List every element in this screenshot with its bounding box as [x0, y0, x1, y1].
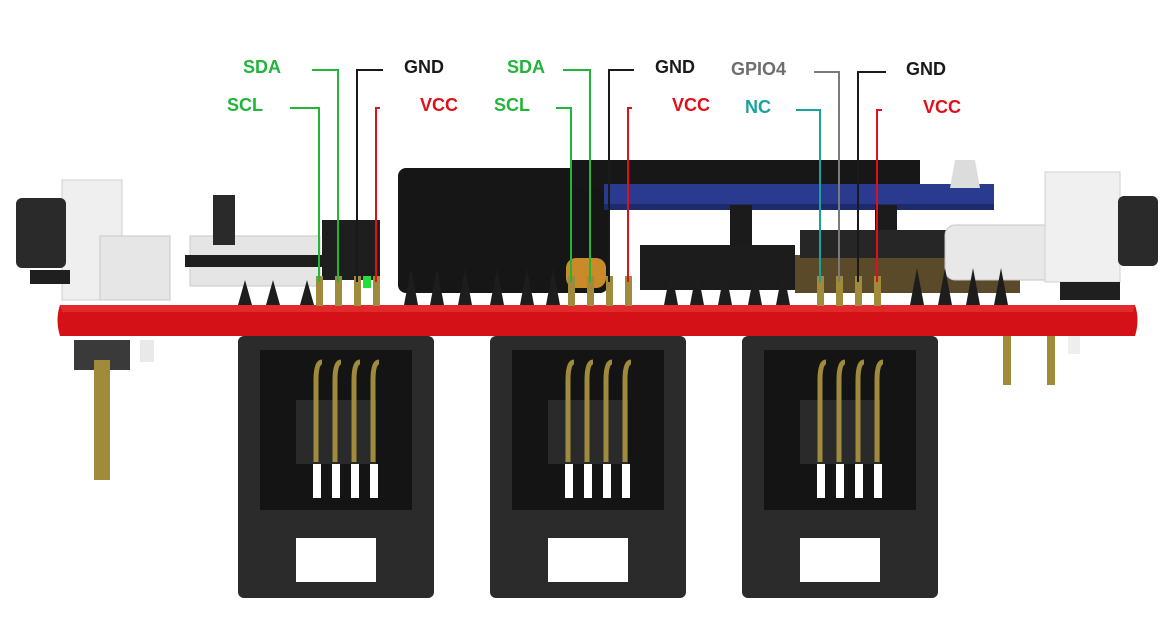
- component-legs-icon: [238, 268, 1008, 305]
- middle-vcc-label: VCC: [672, 95, 711, 115]
- rj-connector-left-icon: [238, 336, 434, 598]
- rj-contact-slot: [370, 464, 378, 498]
- rj-connector-middle-icon: [490, 336, 686, 598]
- right-vcc-label: VCC: [923, 97, 962, 117]
- header-pin: [373, 276, 380, 306]
- leader-line: [627, 107, 632, 282]
- rj-contact: [836, 359, 846, 462]
- header-pin: [874, 276, 881, 306]
- rj-contact-slot: [313, 464, 321, 498]
- rj-contact-slot: [855, 464, 863, 498]
- leader-line: [556, 107, 572, 282]
- rj-latch-notch: [318, 558, 354, 582]
- rj-contact: [622, 359, 632, 462]
- rj-contact: [855, 359, 865, 462]
- rj-contact: [313, 359, 323, 462]
- rj-contact: [874, 359, 884, 462]
- right-nc-label: NC: [745, 97, 771, 117]
- rj-contact-slot: [817, 464, 825, 498]
- rj-latch-notch: [822, 558, 858, 582]
- rj-contact: [584, 359, 594, 462]
- header-pin: [335, 276, 342, 306]
- header-pin: [568, 276, 575, 306]
- rj-latch-notch: [570, 558, 606, 582]
- middle-gnd-label: GND: [655, 57, 695, 77]
- rj-contact-slot: [565, 464, 573, 498]
- status-led: [363, 276, 371, 288]
- rj-contact: [603, 359, 613, 462]
- leader-line: [857, 71, 886, 282]
- rj-contact: [332, 359, 342, 462]
- rj-contact-slot: [332, 464, 340, 498]
- header-pin: [606, 276, 613, 306]
- leader-line: [563, 69, 591, 282]
- leader-line: [814, 71, 840, 282]
- header-block-icon: [640, 245, 795, 290]
- rj-contact-slot: [836, 464, 844, 498]
- header-pin: [587, 276, 594, 306]
- left-sda-label: SDA: [243, 57, 282, 77]
- small-chip-icon: [322, 220, 380, 280]
- rj-contact: [817, 359, 827, 462]
- right-button-icon: [944, 160, 1158, 385]
- slide-switch-icon: [185, 195, 325, 287]
- middle-sda-label: SDA: [507, 57, 546, 77]
- rj-contact-slot: [874, 464, 882, 498]
- rj-contact-slot: [603, 464, 611, 498]
- header-pin: [625, 276, 632, 306]
- rj-contact: [370, 359, 380, 462]
- leader-line: [375, 107, 380, 282]
- capacitor-icon: [566, 258, 606, 288]
- rj-contact: [565, 359, 575, 462]
- header-pin: [354, 276, 361, 306]
- middle-scl-label: SCL: [494, 95, 530, 115]
- left-vcc-label: VCC: [420, 95, 459, 115]
- leader-line: [312, 69, 339, 282]
- rj-contact-slot: [351, 464, 359, 498]
- left-scl-label: SCL: [227, 95, 263, 115]
- header-pin: [817, 276, 824, 306]
- rj-contact-slot: [622, 464, 630, 498]
- left-gnd-label: GND: [404, 57, 444, 77]
- header-pin: [855, 276, 862, 306]
- leader-line: [796, 109, 821, 282]
- left-button-icon: [16, 179, 171, 480]
- header-top-icon: [800, 230, 950, 258]
- leader-line: [608, 69, 634, 282]
- pcb-board-icon: [57, 305, 1138, 336]
- leader-line: [290, 107, 320, 282]
- header-pin: [836, 276, 843, 306]
- rj-connector-right-icon: [742, 336, 938, 598]
- leader-line: [356, 69, 383, 282]
- rj-contact-slot: [584, 464, 592, 498]
- leader-line: [876, 109, 882, 282]
- rj-contact: [351, 359, 361, 462]
- right-gnd-label: GND: [906, 59, 946, 79]
- right-gpio4-label: GPIO4: [731, 59, 787, 79]
- header-pin: [316, 276, 323, 306]
